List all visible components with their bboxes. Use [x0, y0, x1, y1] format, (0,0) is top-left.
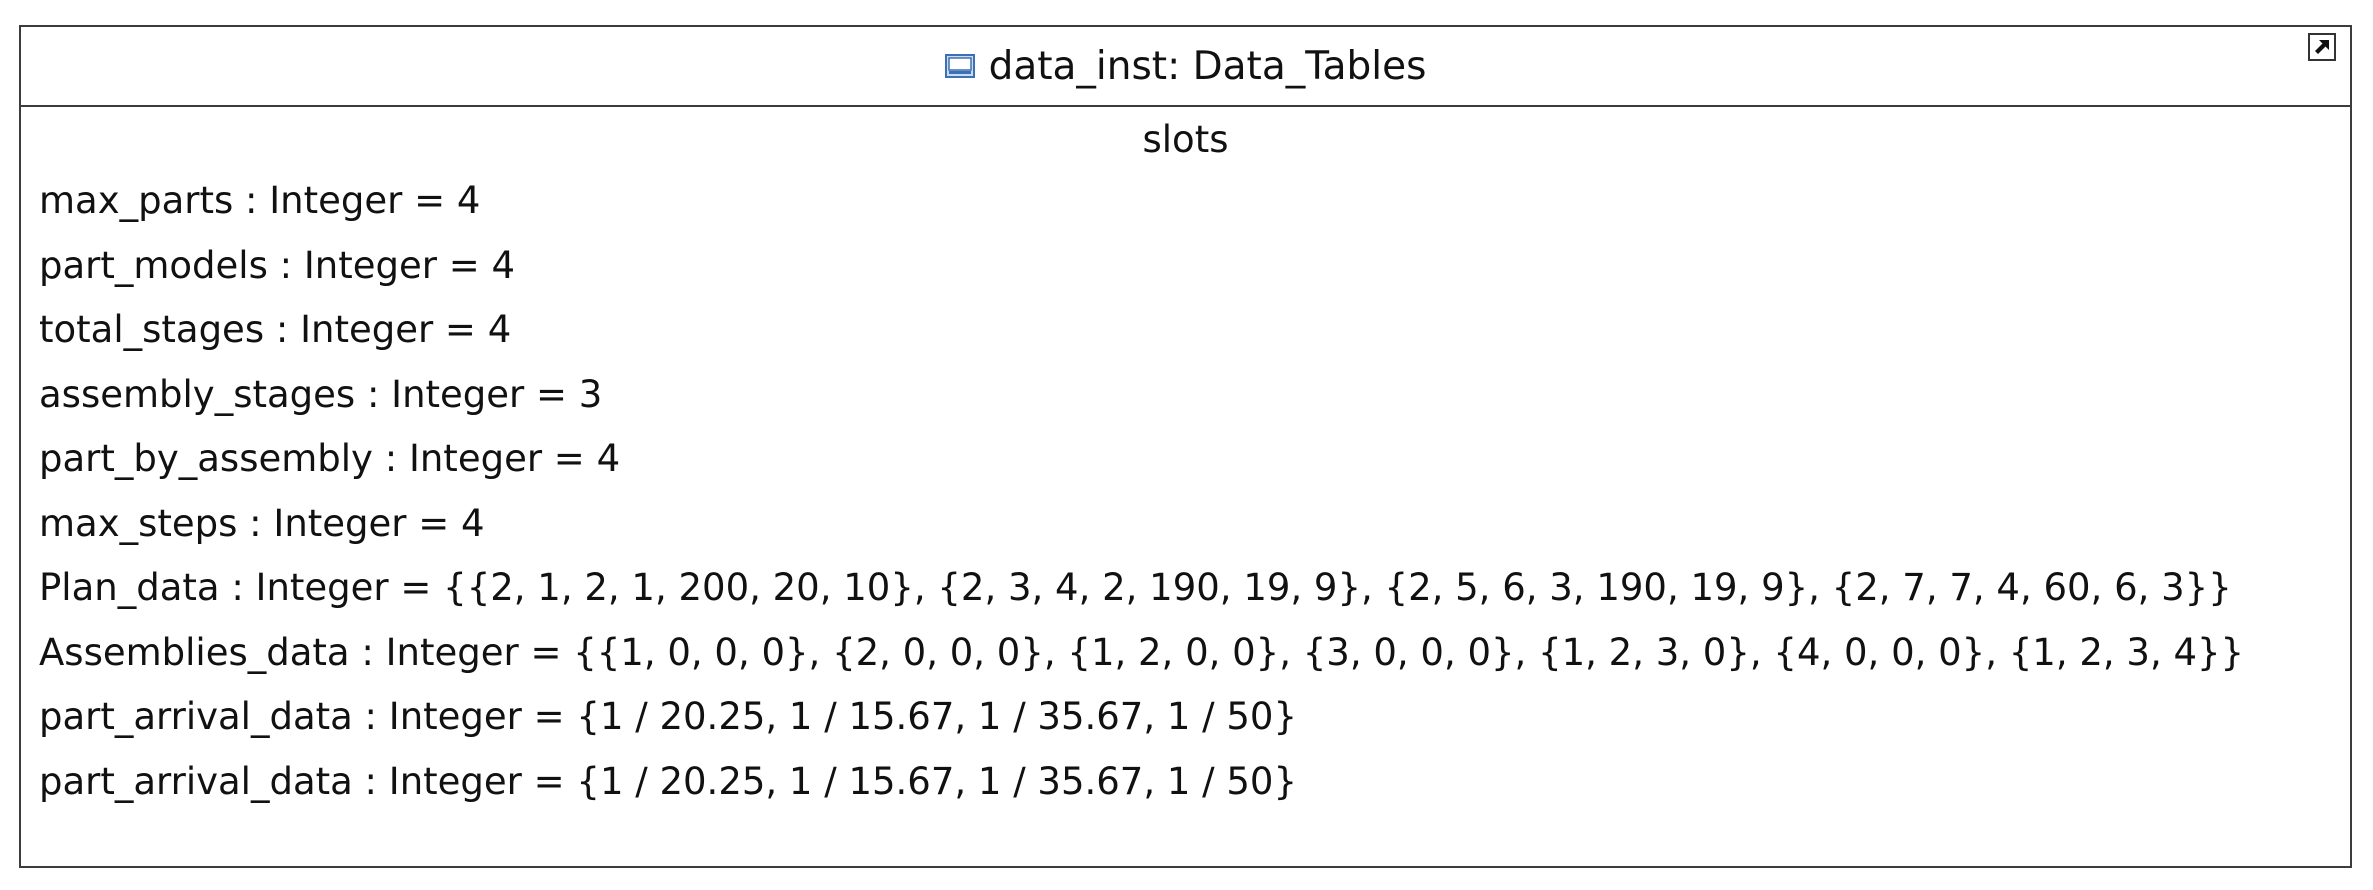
slot-total-stages[interactable]: total_stages : Integer = 4 — [39, 308, 512, 351]
slot-part-arrival-data[interactable]: part_arrival_data : Integer = {1 / 20.25… — [39, 695, 1298, 738]
slot-part-arrival-data-2[interactable]: part_arrival_data : Integer = {1 / 20.25… — [39, 759, 1298, 803]
slot-part-by-assembly[interactable]: part_by_assembly : Integer = 4 — [39, 437, 621, 480]
slot-plan-data[interactable]: Plan_data : Integer = {{2, 1, 2, 1, 200,… — [39, 566, 2232, 609]
slots-compartment: max_parts : Integer = 4 part_models : In… — [21, 169, 2350, 814]
slot-max-steps[interactable]: max_steps : Integer = 4 — [39, 501, 485, 545]
instance-header[interactable]: data_inst: Data_Tables — [21, 27, 2350, 107]
slot-assembly-stages[interactable]: assembly_stages : Integer = 3 — [39, 372, 603, 416]
instance-specification-box[interactable]: data_inst: Data_Tables slots max_parts :… — [19, 25, 2352, 868]
slot-assemblies-data[interactable]: Assemblies_data : Integer = {{1, 0, 0, 0… — [39, 630, 2245, 674]
expand-arrow-icon[interactable] — [2308, 33, 2336, 61]
slot-part-models[interactable]: part_models : Integer = 4 — [39, 243, 516, 287]
instance-specification-icon — [944, 54, 975, 78]
slots-compartment-title: slots — [1142, 118, 1229, 161]
slot-max-parts[interactable]: max_parts : Integer = 4 — [39, 179, 481, 222]
instance-title: data_inst: Data_Tables — [988, 43, 1427, 89]
instance-header-content: data_inst: Data_Tables — [944, 43, 1427, 89]
